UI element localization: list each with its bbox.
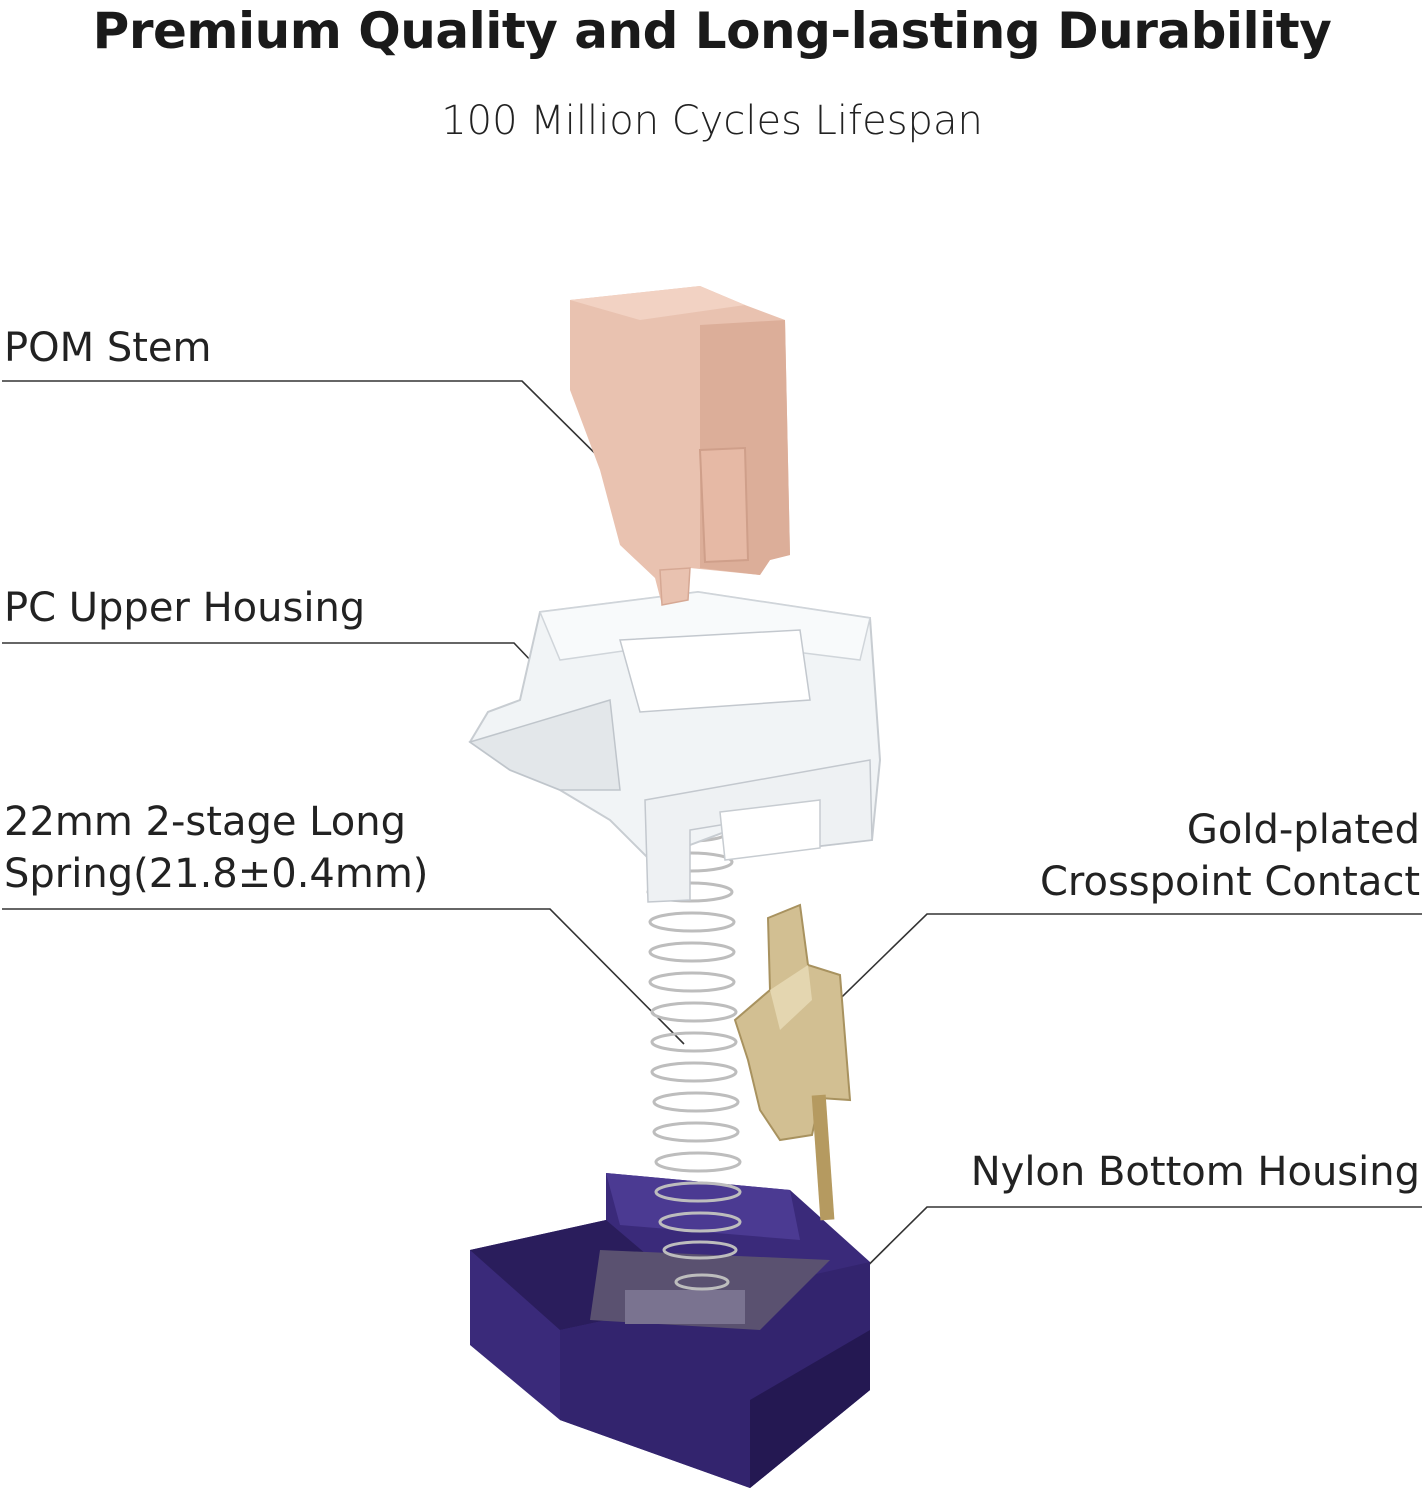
gold-contact <box>733 903 852 1221</box>
label-spring-line1: 22mm 2-stage Long <box>4 799 406 845</box>
label-pc-upper-housing: PC Upper Housing <box>4 585 366 631</box>
page-title: Premium Quality and Long-lasting Durabil… <box>92 2 1332 60</box>
stem <box>570 286 790 606</box>
label-pom-stem: POM Stem <box>4 325 212 371</box>
leader-line-spring <box>2 908 685 1045</box>
page-subtitle: 100 Million Cycles Lifespan <box>441 98 983 144</box>
leader-line-stem <box>2 380 641 499</box>
leader-line-contact <box>807 913 1422 1031</box>
upper-housing <box>468 590 882 903</box>
label-spring-line2: Spring(21.8±0.4mm) <box>4 851 429 897</box>
leader-line-bottom-housing <box>807 1206 1422 1326</box>
label-contact-line1: Gold-plated <box>1186 807 1420 853</box>
label-spring: 22mm 2-stage Long Spring(21.8±0.4mm) <box>4 796 428 900</box>
bottom-housing <box>470 1173 870 1488</box>
label-nylon-bottom-housing: Nylon Bottom Housing <box>970 1149 1420 1195</box>
label-contact: Gold-plated Crosspoint Contact <box>1040 804 1420 908</box>
label-contact-line2: Crosspoint Contact <box>1040 859 1420 905</box>
